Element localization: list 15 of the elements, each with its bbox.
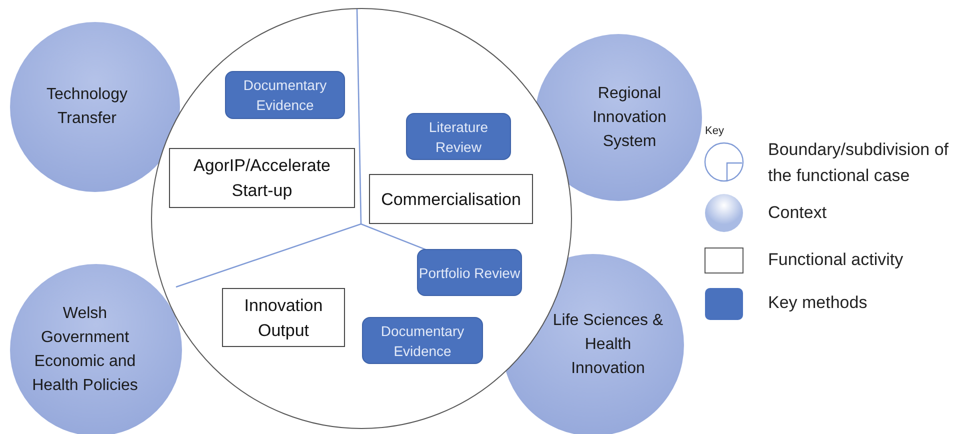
key-title: Key — [705, 124, 724, 138]
method-box: Literature Review — [406, 113, 511, 160]
activity-box: AgorIP/Accelerate Start-up — [169, 148, 355, 208]
method-box: Portfolio Review — [417, 249, 522, 296]
activity-box: Innovation Output — [222, 288, 345, 347]
context-circle: Welsh Government Economic and Health Policies — [10, 264, 182, 434]
context-circle: Technology Transfer — [10, 22, 180, 192]
legend-label: Context — [768, 202, 828, 224]
legend-label: Boundary/subdivision of the functional case — [768, 139, 950, 187]
method-box: Documentary Evidence — [225, 71, 345, 119]
activity-box: Commercialisation — [369, 174, 533, 224]
method-box: Documentary Evidence — [362, 317, 483, 364]
legend-label: Key methods — [768, 292, 868, 314]
legend-label: Functional activity — [768, 249, 904, 271]
context-circle: Regional Innovation System — [535, 34, 702, 201]
